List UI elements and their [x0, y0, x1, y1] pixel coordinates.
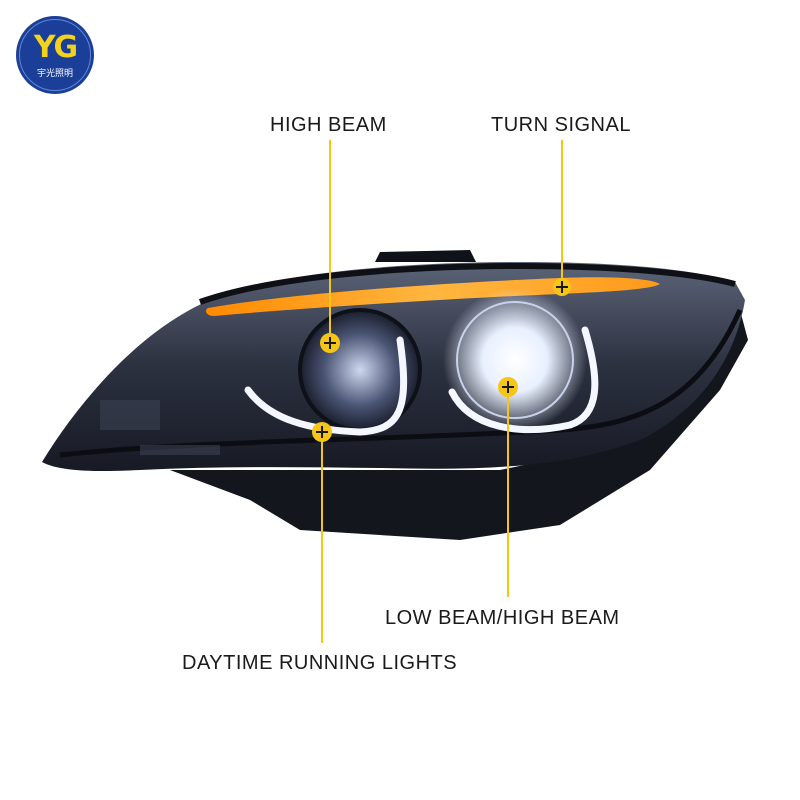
lens-markings [100, 400, 160, 430]
callout-low-high-beam: LOW BEAM/HIGH BEAM [385, 607, 620, 629]
logo-mark: YG [33, 30, 78, 65]
housing-base [170, 310, 748, 540]
housing-top-rim [199, 262, 736, 305]
callout-daytime-running-lights: DAYTIME RUNNING LIGHTS [182, 652, 458, 674]
callout-high-beam: HIGH BEAM [270, 114, 387, 136]
brand-logo: YG 宇光照明 [16, 16, 94, 94]
drl-ring-left [244, 336, 408, 436]
logo-ring [19, 19, 91, 91]
logo-text: 宇光照明 [36, 69, 73, 79]
low-beam-projector [443, 288, 587, 432]
plus-marker-icon [312, 422, 332, 442]
top-connector [375, 250, 476, 262]
plus-marker-icon [320, 333, 340, 353]
turn-signal-strip [206, 277, 660, 316]
drl-ring-right [448, 326, 599, 434]
plus-marker-icon [553, 278, 571, 296]
callout-turn-signal: TURN SIGNAL [491, 114, 631, 136]
plus-marker-icon [498, 377, 518, 397]
